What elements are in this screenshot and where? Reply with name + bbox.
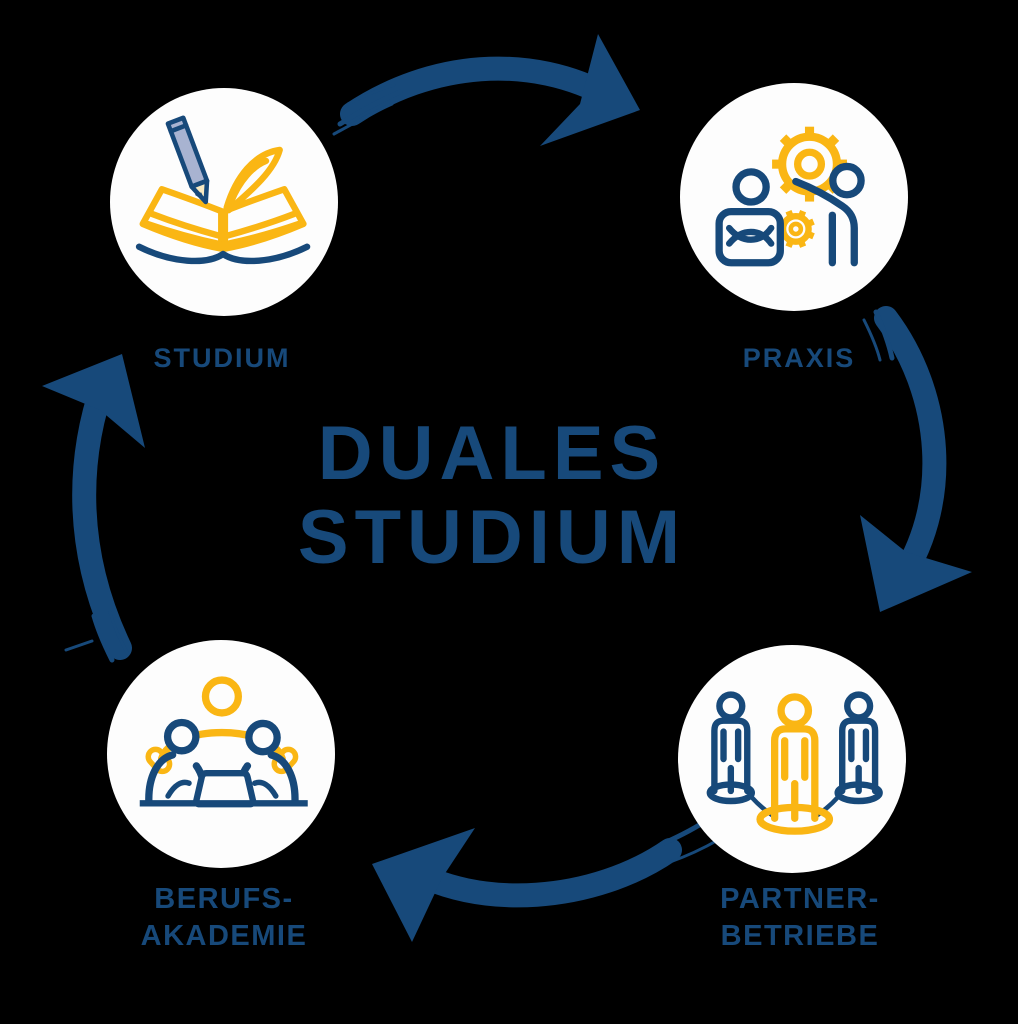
arrow-partnerbetriebe-to-berufsakademie <box>372 815 720 942</box>
label-berufsakademie: BERUFS- AKADEMIE <box>114 881 334 955</box>
team-table-laptop-icon <box>139 676 308 808</box>
laptop-icon <box>193 769 257 808</box>
open-book-pencil-icon <box>135 115 311 265</box>
label-partnerbetriebe-line1: PARTNER- <box>720 883 880 915</box>
person-right-icon <box>834 691 883 805</box>
node-studium <box>110 88 338 316</box>
person-center-icon <box>756 693 834 835</box>
person-crossed-arms-icon <box>715 168 784 267</box>
label-studium: STUDIUM <box>153 343 291 373</box>
arrow-berufsakademie-to-studium <box>42 354 145 663</box>
label-partnerbetriebe-line2: BETRIEBE <box>720 920 880 952</box>
label-praxis: PRAXIS <box>742 343 856 373</box>
node-partnerbetriebe <box>678 645 906 873</box>
label-berufsakademie-line2: AKADEMIE <box>140 920 308 952</box>
arrow-studium-to-praxis <box>332 34 640 146</box>
node-berufsakademie <box>107 640 335 868</box>
node-praxis <box>680 83 908 311</box>
label-berufsakademie-line1: BERUFS- <box>154 883 294 915</box>
page-title: DUALES STUDIUM <box>162 412 822 580</box>
three-people-network-icon <box>706 691 883 835</box>
title-line2: STUDIUM <box>297 495 687 580</box>
label-partnerbetriebe: PARTNER- BETRIEBE <box>690 881 910 955</box>
people-gears-icon <box>715 126 865 267</box>
person-left-icon <box>706 691 756 805</box>
pencil-icon <box>165 115 210 205</box>
title-line1: DUALES <box>317 411 667 496</box>
person-raised-arm-icon <box>792 162 865 267</box>
arrow-praxis-to-partnerbetriebe <box>860 306 972 612</box>
